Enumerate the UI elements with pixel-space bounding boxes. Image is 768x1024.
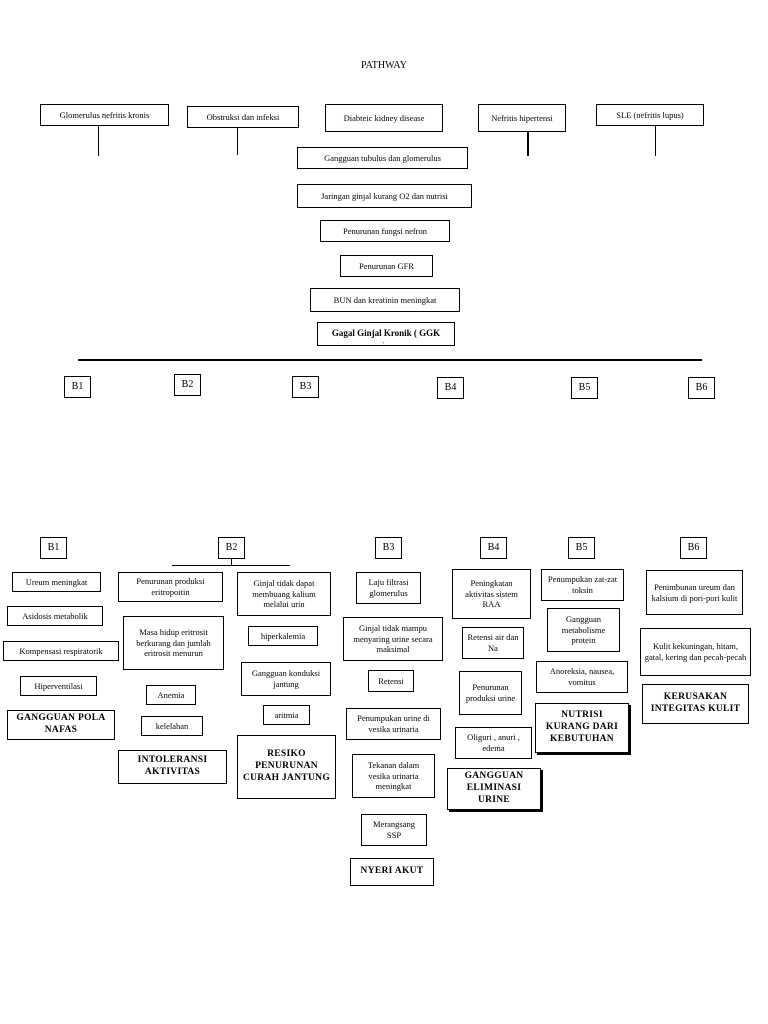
cause-box: Diabteic kidney disease [325,104,443,132]
b4-diagnosis: GANGGUAN ELIMINASI URINE [447,768,541,810]
b1-label: B1 [40,537,67,559]
b3-item: Retensi [368,670,414,692]
b1-item: Asidosis metabolik [7,606,103,626]
b2-left-item: Penurunan produksi eritropoitin [118,572,223,602]
connector-line [655,126,656,156]
b5-item: Gangguan metabolisme protein [547,608,620,652]
b1-top: B1 [64,376,91,398]
b2-label: B2 [218,537,245,559]
b2-right-item: hiperkalemia [248,626,318,646]
cause-box: Obstruksi dan infeksi [187,106,299,128]
page-title: PATHWAY [361,60,407,71]
b2-connector [231,559,232,565]
b5-item: Penumpukan zat-zat toksin [541,569,624,601]
b2-right-item: Gangguan konduksi jantung [241,662,331,696]
b6-item: Kulit kekuningan, hitam, gatal, kering d… [640,628,751,676]
b6-diagnosis: KERUSAKAN INTEGITAS KULIT [642,684,749,724]
b1-item: Hiperventilasi [20,676,97,696]
b5-item: Anoreksia, nausea, vomitus [536,661,628,693]
ggk-tick: ` [382,341,385,350]
b3-top: B3 [292,376,319,398]
b4-top: B4 [437,377,464,399]
b2-right-diagnosis: RESIKO PENURUNAN CURAH JANTUNG [237,735,336,799]
b2-split-line [172,565,290,566]
connector-line [98,126,99,156]
b3-item: Laju filtrasi glomerulus [356,572,421,604]
b4-item: Peningkatan aktivitas sistem RAA [452,569,531,619]
flow-box: Gangguan tubulus dan glomerulus [297,147,468,169]
b2-top: B2 [174,374,201,396]
b3-item: Ginjal tidak mampu menyaring urine secar… [343,617,443,661]
b6-label: B6 [680,537,707,559]
b1-diagnosis: GANGGUAN POLA NAFAS [7,710,115,740]
b4-item: Retensi air dan Na [462,627,524,659]
b5-diagnosis: NUTRISI KURANG DARI KEBUTUHAN [535,703,629,753]
b3-item: Penumpukan urine di vesika urinaria [346,708,441,740]
flow-box: Jaringan ginjal kurang O2 dan nutrisi [297,184,472,208]
flow-box: Penurunan GFR [340,255,433,277]
b2-left-item: Masa hidup eritrosit berkurang dan jumla… [123,616,224,670]
cause-box: Nefritis hipertensi [478,104,566,132]
b5-top: B5 [571,377,598,399]
ggk-box: Gagal Ginjal Kronik ( GGK [317,322,455,346]
b2-left-item: kelelahan [141,716,203,736]
b2-left-diagnosis: INTOLERANSI AKTIVITAS [118,750,227,784]
b3-item: Merangsang SSP [361,814,427,846]
connector-line [527,132,529,156]
b4-item: Penurunan produksi urine [459,671,522,715]
b2-left-item: Anemia [146,685,196,705]
b5-label: B5 [568,537,595,559]
cause-box: Glomerulus nefritis kronis [40,104,169,126]
b3-label: B3 [375,537,402,559]
b1-item: Kompensasi respiratorik [3,641,119,661]
branch-line [78,359,702,361]
connector-line [237,128,238,155]
b3-diagnosis: NYERI AKUT [350,858,434,886]
b6-item: Penimbunan ureum dan kalsium di pori-por… [646,570,743,615]
b3-item: Tekanan dalam vesika urinaria meningkat [352,754,435,798]
b2-right-item: aritmia [263,705,310,725]
b2-right-item: Ginjal tidak dapat membuang kalium melal… [237,572,331,616]
flow-box: Penurunan fungsi nefron [320,220,450,242]
cause-box: SLE (nefritis lupus) [596,104,704,126]
b6-top: B6 [688,377,715,399]
b4-item: Oliguri , anuri , edema [455,727,532,759]
flow-box: BUN dan kreatinin meningkat [310,288,460,312]
b1-item: Ureum meningkat [12,572,101,592]
b4-label: B4 [480,537,507,559]
